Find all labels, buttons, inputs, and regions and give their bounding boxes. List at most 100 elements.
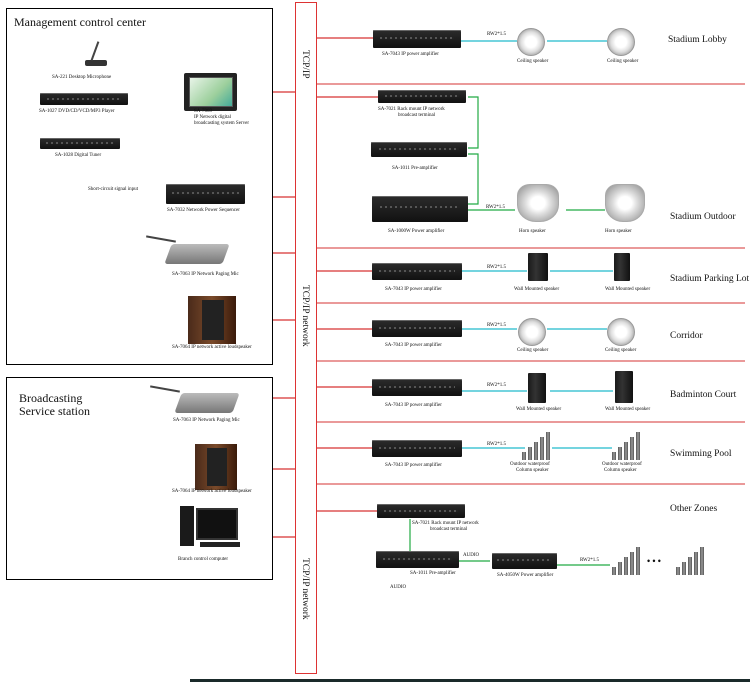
corridor-amp-label: SA-7043 IP power amplifier [385,343,442,348]
server-line2-label: broadcasting system Server [194,121,249,126]
parking-speaker1-label: Wall Mounted speaker [514,287,560,292]
power-sequencer-label: SA-7032 Network Power Sequencer [167,208,240,213]
branch-computer-icon[interactable] [180,506,244,550]
pool-speaker2-line2: Column speaker [604,468,637,473]
desktop-microphone-icon[interactable] [80,38,110,68]
digital-tuner-label: SA-1028 Digital Tuner [55,153,102,158]
pool-cable-label: RW2*1.5 [487,442,507,447]
other-ellipsis: • • • [647,556,661,566]
other-cable-label: RW2*1.5 [580,558,600,563]
other-column-speaker-1[interactable] [612,545,640,575]
badminton-amp-label: SA-7043 IP power amplifier [385,403,442,408]
broadcasting-title-line1: Broadcasting [19,391,83,405]
outdoor-preamplifier[interactable] [371,142,467,157]
corridor-cable-label: RW2*1.5 [487,323,507,328]
pool-column-speaker-1[interactable] [522,430,550,460]
management-title: Management control center [14,15,146,29]
paging-mic-2-icon[interactable] [150,383,240,415]
badminton-wall-speaker-2[interactable] [615,371,633,403]
zone-name-parking-lot: Stadium Parking Lot [670,274,750,284]
desktop-mic-label: SA-221 Desktop Microphone [52,75,112,80]
pool-speaker2-line1: Outdoor waterproof [602,462,642,467]
branch-computer-label: Branch control computer [178,557,228,562]
tcpip-label-bottom: TCP/IP network [300,558,310,620]
other-terminal-line2: broadcast terminal [430,527,468,532]
corridor-ceiling-speaker-1[interactable] [518,318,546,346]
zone-name-stadium-lobby: Stadium Lobby [668,35,727,45]
lobby-ceiling-speaker-1[interactable] [517,28,545,56]
outdoor-horn-speaker-2[interactable] [605,184,645,222]
tcpip-backbone [295,2,317,674]
other-preamplifier[interactable] [376,551,459,568]
parking-wall-speaker-1[interactable] [528,253,548,281]
outdoor-terminal-line2: broadcast terminal [398,113,436,118]
outdoor-amplifier[interactable] [372,196,468,222]
outdoor-amp-label: SA-1000W Power amplifier [388,229,445,234]
bottom-strip [190,679,750,682]
pool-amp-label: SA-7043 IP power amplifier [385,463,442,468]
active-loudspeaker-icon[interactable] [188,296,236,344]
server-line1-label: IP Network digital [194,115,232,120]
tcpip-label-mid: TCP/IP network [300,285,310,347]
lobby-amplifier[interactable] [373,30,461,48]
other-amplifier[interactable] [492,553,557,569]
parking-amp-label: SA-7043 IP power amplifier [385,287,442,292]
parking-amplifier[interactable] [372,263,462,280]
corridor-speaker2-label: Ceiling speaker [605,348,637,353]
zone-name-corridor: Corridor [670,331,703,341]
other-column-speaker-2[interactable] [676,545,704,575]
zone-name-other-zones: Other Zones [670,504,718,514]
other-audio-top-label: AUDIO [463,553,480,558]
zone-name-swimming-pool: Swimming Pool [670,449,732,459]
lobby-speaker1-label: Ceiling speaker [517,59,549,64]
active-loudspeaker-2-icon[interactable] [195,444,237,490]
lobby-amp-label: SA-7043 IP power amplifier [382,52,439,57]
paging-mic-label: SA-7063 IP Network Paging Mic [172,272,239,277]
badminton-speaker2-label: Wall Mounted speaker [605,407,651,412]
outdoor-preamp-label: SA-1011 Pre-amplifier [392,166,438,171]
dvd-player-label: SA-1027 DVD/CD/VCD/MP3 Player [39,109,115,114]
parking-speaker2-label: Wall Mounted speaker [605,287,651,292]
lobby-speaker2-label: Ceiling speaker [607,59,639,64]
digital-tuner-device[interactable] [40,138,120,149]
zone-name-badminton-court: Badminton Court [670,390,737,400]
parking-wall-speaker-2[interactable] [614,253,630,281]
tcpip-label-top: TCP/IP [300,50,310,79]
corridor-speaker1-label: Ceiling speaker [517,348,549,353]
corridor-ceiling-speaker-2[interactable] [607,318,635,346]
outdoor-speaker1-label: Horn speaker [519,229,546,234]
outdoor-speaker2-label: Horn speaker [605,229,632,234]
server-model-label: SA-7069 [194,109,213,114]
outdoor-horn-speaker-1[interactable] [517,184,559,222]
paging-mic-2-label: SA-7063 IP Network Paging Mic [173,418,240,423]
power-sequencer-device[interactable] [166,184,245,204]
other-preamp-label: SA-1011 Pre-amplifier [410,571,456,576]
badminton-wall-speaker-1[interactable] [528,373,546,403]
active-loudspeaker-label: SA-7064 IP network active loudspeaker [172,345,252,350]
other-terminal-line1: SA-7021 Rack mount IP network [412,521,479,526]
pool-speaker1-line1: Outdoor waterproof [510,462,550,467]
lobby-ceiling-speaker-2[interactable] [607,28,635,56]
active-loudspeaker-2-label: SA-7064 IP network active loudspeaker [172,489,252,494]
parking-cable-label: RW2*1.5 [487,265,507,270]
other-audio-bottom-label: AUDIO [390,585,407,590]
badminton-amplifier[interactable] [372,379,462,396]
pool-amplifier[interactable] [372,440,462,457]
corridor-amplifier[interactable] [372,320,462,337]
broadcasting-title-line2: Service station [19,404,90,418]
badminton-cable-label: RW2*1.5 [487,383,507,388]
badminton-speaker1-label: Wall Mounted speaker [516,407,562,412]
other-amp-label: SA-4050W Power amplifier [497,573,554,578]
short-circuit-label: Short-circuit signal input [88,187,138,192]
paging-mic-icon[interactable] [140,232,230,267]
outdoor-cable-label: RW2*1.5 [486,205,506,210]
broadcast-server-device[interactable] [184,73,237,111]
other-terminal[interactable] [377,504,465,518]
zone-name-stadium-outdoor: Stadium Outdoor [670,212,736,222]
pool-column-speaker-2[interactable] [612,430,640,460]
outdoor-terminal[interactable] [378,90,466,103]
dvd-player-device[interactable] [40,93,128,105]
outdoor-terminal-line1: SA-7021 Rack mount IP network [378,107,445,112]
pool-speaker1-line2: Column speaker [516,468,549,473]
lobby-cable-label: RW2*1.5 [487,32,507,37]
